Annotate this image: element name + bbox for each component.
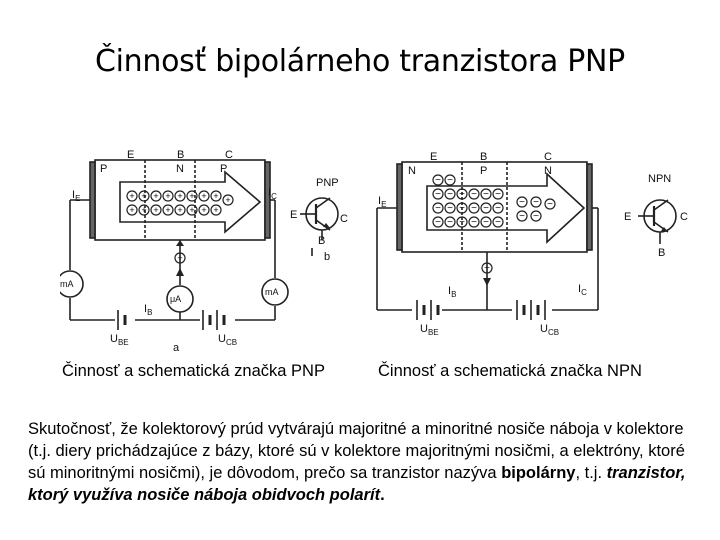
svg-text:−: − [447,203,453,214]
npn-operation-diagram: −− −−−−−− −−−−−−−−− −−−−−−−− − E B C N P… [376,151,688,337]
pnp-sublabel-b: b [324,251,330,263]
svg-text:−: − [533,211,539,222]
pnp-layer-3: P [220,163,227,175]
pnp-region-b: B [177,150,184,161]
npn-symbol-label: NPN [648,173,671,185]
npn-ib-label: IB [448,285,456,299]
svg-text:−: − [495,203,501,214]
pnp-terminal-b: B [318,235,325,247]
hole-flow-arrow [119,170,262,234]
pnp-sublabel-a: a [173,342,180,354]
svg-text:−: − [495,189,501,200]
emitter-milliammeter [60,270,84,298]
pnp-ic-label: IC [268,187,277,201]
svg-text:−: − [447,189,453,200]
npn-region-e: E [430,151,437,163]
electron-flow-arrow [426,172,586,244]
paragraph-text-1: Skutočnosť, že kolektorový prúd vytváraj… [28,420,685,482]
pnp-terminal-c: C [340,213,348,225]
npn-ie-label: IE [378,195,386,209]
paragraph-text-2: , t.j. [575,464,607,482]
npn-layer-2: P [480,165,487,177]
npn-ucb-label: UCB [540,323,559,337]
npn-electrons [432,174,556,274]
pnp-region-e: E [127,150,134,161]
pnp-ie-label: IE [72,189,80,203]
svg-text:−: − [459,189,465,200]
svg-text:+: + [129,205,134,215]
meter-label-base: μA [170,294,181,304]
svg-text:+: + [153,205,158,215]
page-title: Činnosť bipolárneho tranzistora PNP [95,44,625,79]
svg-text:−: − [483,217,489,228]
npn-region-b: B [480,151,487,163]
pnp-region-c: C [225,150,233,161]
svg-text:−: − [471,217,477,228]
svg-text:+: + [177,205,182,215]
svg-text:+: + [201,191,206,201]
npn-caption: Činnosť a schematická značka NPN [378,362,642,380]
meter-label-emitter: mA [60,279,74,289]
pnp-caption: Činnosť a schematická značka PNP [62,362,325,380]
svg-text:+: + [153,191,158,201]
svg-text:+: + [165,205,170,215]
pnp-ube-label: UBE [110,333,129,347]
base-microammeter [166,285,194,313]
npn-ube-label: UBE [420,323,439,337]
svg-text:−: − [447,217,453,228]
paragraph-bold-italic: tranzistor, ktorý využíva nosiče náboja … [28,464,686,504]
pnp-layer-2: N [176,163,184,175]
npn-region-c: C [544,151,552,163]
svg-text:−: − [533,197,539,208]
svg-text:−: − [471,189,477,200]
npn-layer-1: N [408,165,416,177]
pnp-symbol-label: PNP [316,177,339,189]
npn-terminal-c: C [680,211,688,223]
svg-text:−: − [435,175,441,186]
svg-text:+: + [141,191,146,201]
pnp-ib-label: IB [144,303,152,317]
svg-text:−: − [459,203,465,214]
pnp-terminal-e: E [290,209,297,221]
svg-text:−: − [484,263,490,274]
paragraph-bold-word: bipolárny [501,464,576,482]
pnp-layer-1: P [100,163,107,175]
npn-terminal-e: E [624,211,631,223]
explanation-paragraph: Skutočnosť, že kolektorový prúd vytváraj… [28,418,698,506]
pnp-ucb-label: UCB [218,333,237,347]
svg-text:−: − [435,189,441,200]
npn-ic-label: IC [578,283,587,297]
svg-text:+: + [201,205,206,215]
svg-text:−: − [495,217,501,228]
svg-text:+: + [189,191,194,201]
svg-text:−: − [483,189,489,200]
npn-layer-3: N [544,165,552,177]
paragraph-end: . [380,486,385,504]
svg-text:−: − [519,211,525,222]
pnp-holes [126,190,234,264]
svg-text:+: + [177,253,182,263]
svg-text:−: − [447,175,453,186]
svg-text:−: − [435,217,441,228]
npn-terminal-b: B [658,247,665,259]
svg-text:+: + [177,191,182,201]
svg-text:+: + [129,191,134,201]
svg-text:−: − [547,199,553,210]
svg-text:−: − [459,217,465,228]
svg-text:−: − [435,203,441,214]
svg-text:−: − [471,203,477,214]
svg-text:+: + [189,205,194,215]
svg-text:−: − [519,197,525,208]
svg-text:+: + [165,191,170,201]
pnp-operation-diagram: ++ ++ ++ ++ + ++ ++ ++ ++ + E B C P N P … [60,150,348,354]
svg-text:+: + [141,205,146,215]
meter-label-collector: mA [265,287,279,297]
svg-text:+: + [213,191,218,201]
collector-milliammeter [261,278,289,306]
svg-text:+: + [213,205,218,215]
svg-text:+: + [225,195,230,205]
svg-text:−: − [483,203,489,214]
